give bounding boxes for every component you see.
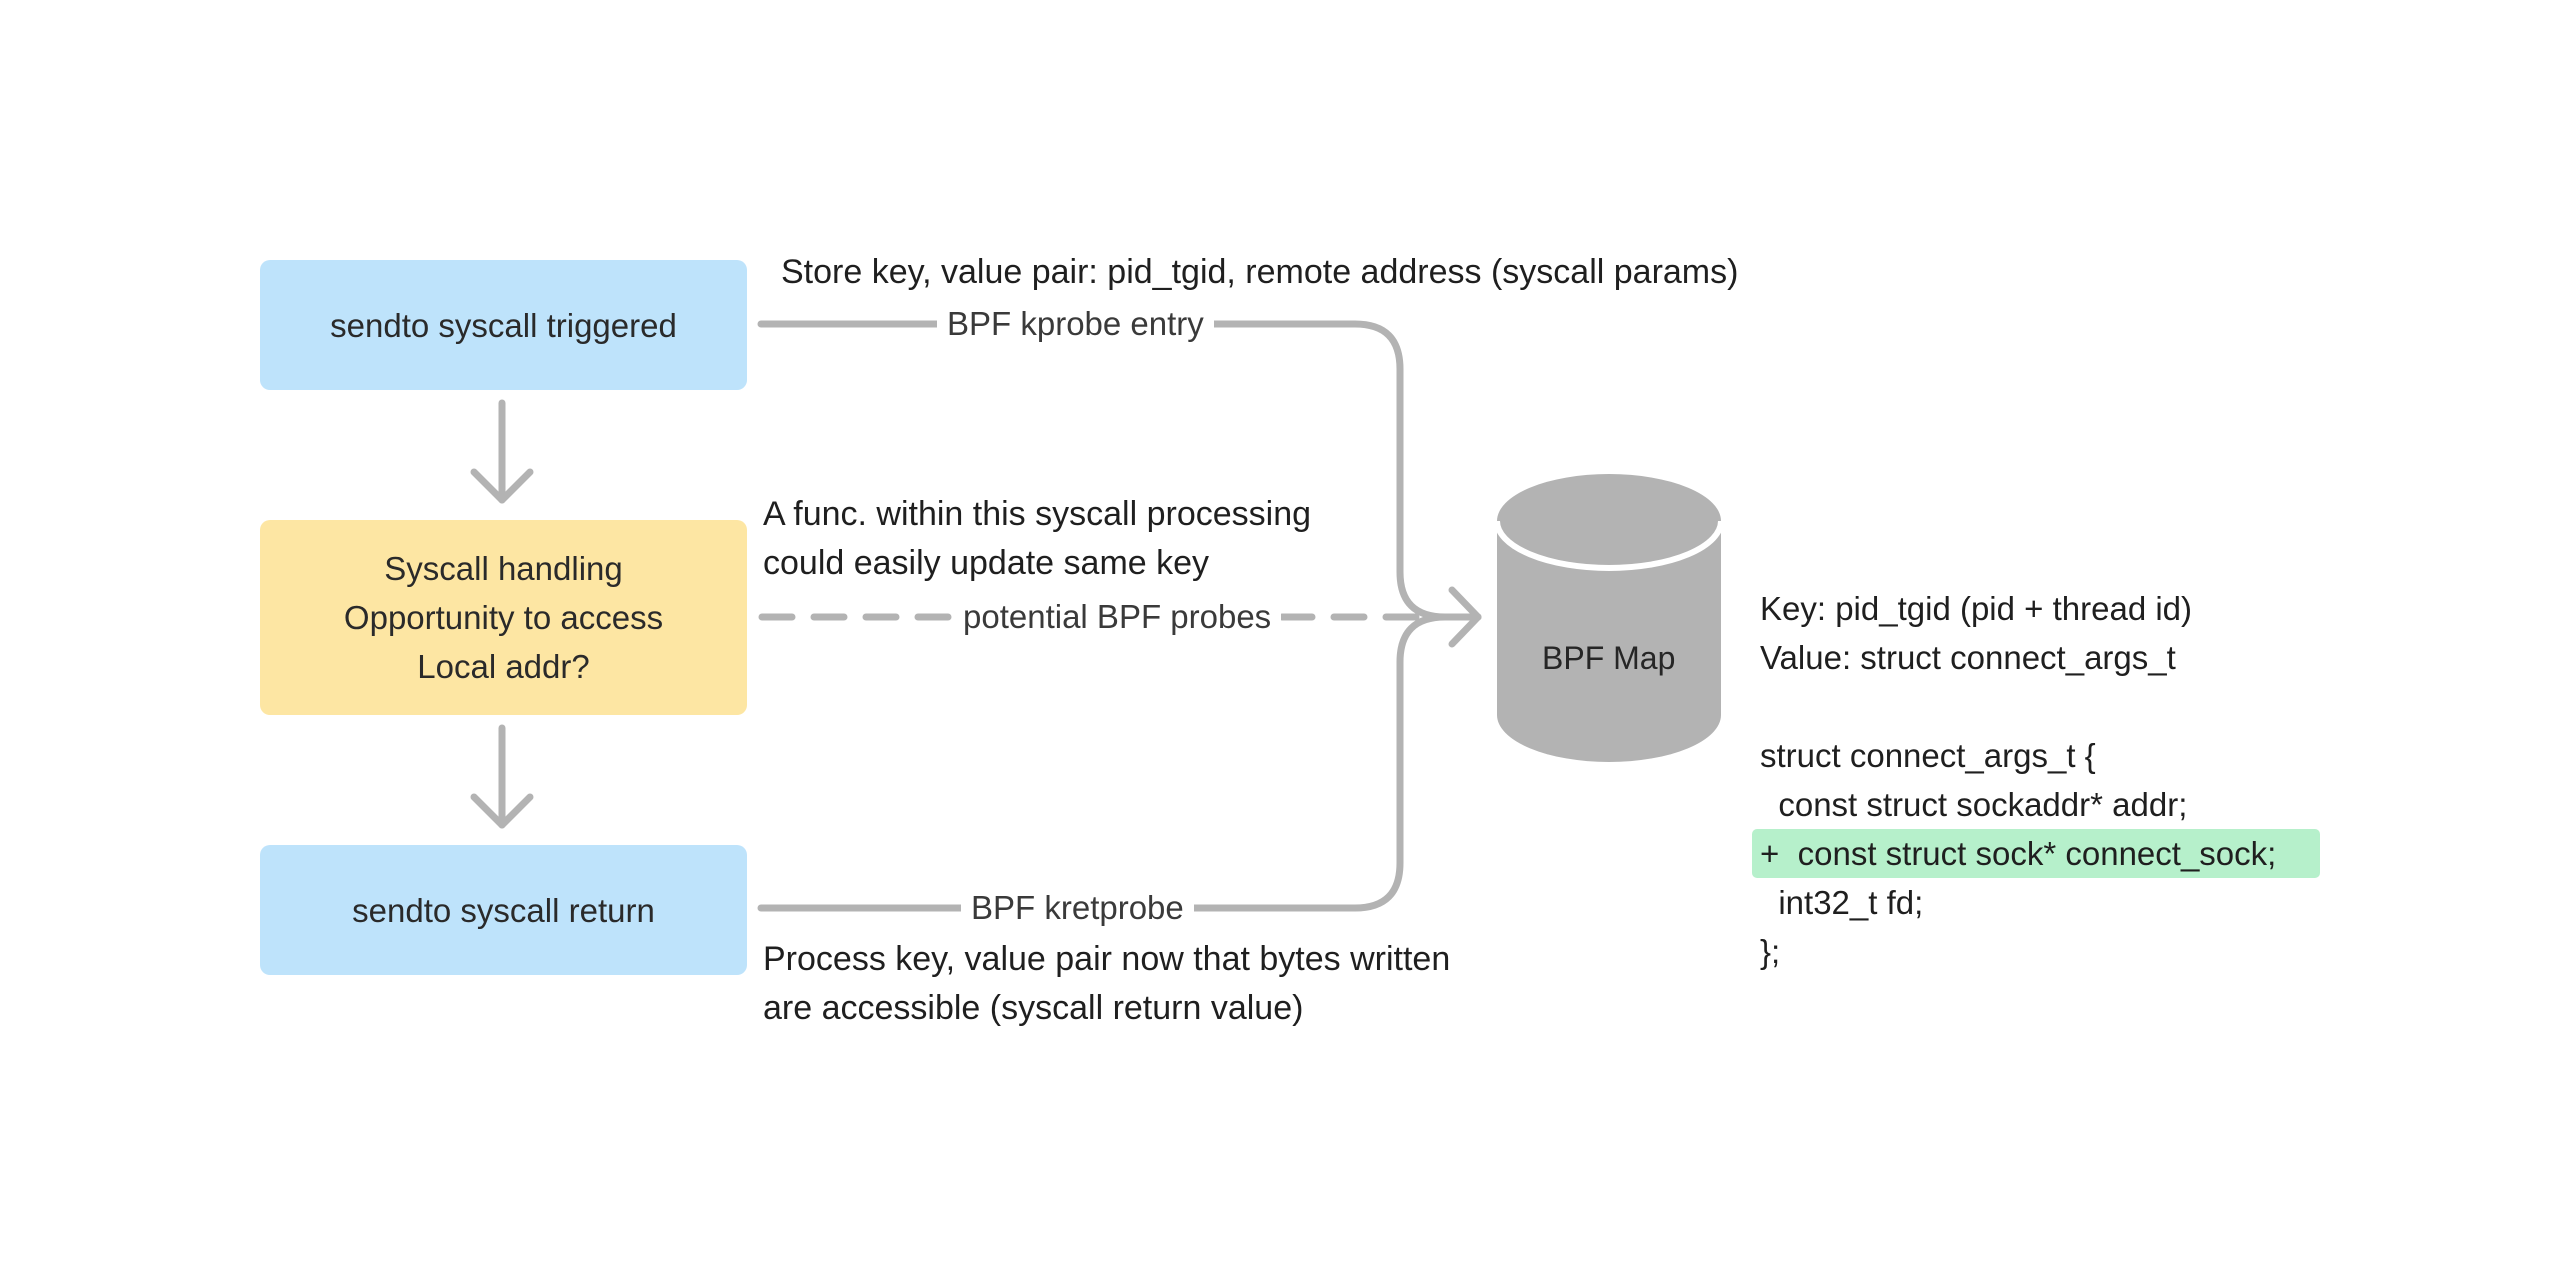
map-value-line: Value: struct connect_args_t (1760, 639, 2176, 676)
struct-line-fd: int32_t fd; (1760, 884, 1924, 921)
struct-line-open: struct connect_args_t { (1760, 737, 2096, 774)
func-update-annotation: A func. within this syscall processing c… (763, 490, 1311, 588)
edge-label-kprobe-entry: BPF kprobe entry (937, 304, 1214, 344)
map-key-line: Key: pid_tgid (pid + thread id) (1760, 590, 2193, 627)
map-description: Key: pid_tgid (pid + thread id) Value: s… (1752, 584, 2320, 976)
sendto-syscall-triggered-box: sendto syscall triggered (260, 260, 747, 390)
edge-label-potential-probes: potential BPF probes (953, 597, 1282, 637)
annotation-line-1: Process key, value pair now that bytes w… (763, 940, 1451, 978)
box-label: sendto syscall triggered (330, 306, 677, 344)
box-label: sendto syscall return (352, 891, 655, 929)
arrow-down-icon (470, 399, 534, 504)
syscall-handling-box: Syscall handling Opportunity to access L… (260, 520, 747, 715)
box-label-line-3: Local addr? (417, 648, 590, 685)
kprobe-entry-connector (757, 320, 1482, 621)
bpf-map-label: BPF Map (1542, 640, 1676, 676)
blank-line (1760, 682, 2320, 731)
arrow-down-icon (470, 724, 534, 829)
kretprobe-connector (757, 613, 1482, 912)
box-label-line-1: Syscall handling (384, 550, 623, 587)
sendto-syscall-return-box: sendto syscall return (260, 845, 747, 975)
struct-line-added-connect-sock: + const struct sock* connect_sock; (1752, 829, 2320, 878)
edge-label-kretprobe: BPF kretprobe (961, 888, 1194, 928)
process-annotation: Process key, value pair now that bytes w… (763, 935, 1450, 1033)
struct-line-close: }; (1760, 933, 1781, 970)
arrow-right-icon (1448, 586, 1482, 648)
annotation-line-2: are accessible (syscall return value) (763, 989, 1304, 1027)
annotation-line-2: could easily update same key (763, 544, 1210, 582)
annotation-line-1: A func. within this syscall processing (763, 495, 1312, 533)
store-annotation: Store key, value pair: pid_tgid, remote … (781, 253, 1739, 291)
struct-line-addr: const struct sockaddr* addr; (1760, 786, 2188, 823)
database-cylinder-icon (1494, 474, 1724, 762)
box-label-line-2: Opportunity to access (343, 599, 664, 636)
